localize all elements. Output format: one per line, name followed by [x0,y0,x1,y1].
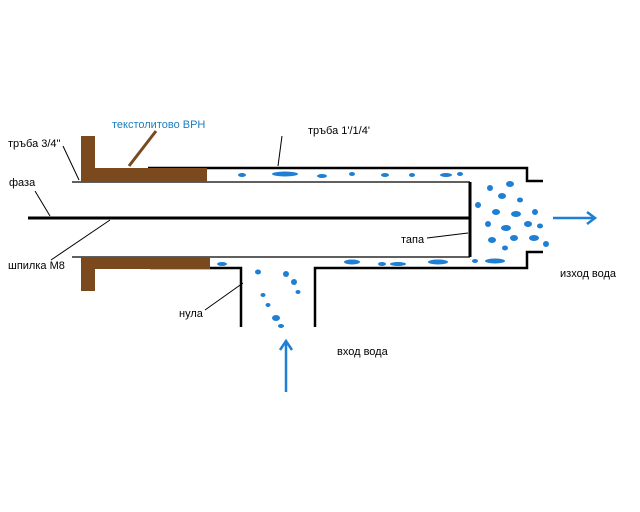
phase-label: фаза [9,177,36,189]
inlet-arrow-icon [278,338,294,392]
neutral-label: нула [179,308,204,320]
leader-lines [34,135,469,311]
large-pipe-label: тръба 1'/1/4' [308,125,370,137]
outer-pipe-top-wall [148,166,543,183]
water-bubbles-bottom [217,258,505,266]
insulator-pointer [127,130,158,167]
plug-label: тапа [401,234,425,246]
water-out-label: изход вода [560,268,617,280]
stud-label: шпилка М8 [8,260,65,272]
water-bubbles-inlet [255,269,301,328]
water-bubbles-chamber [475,181,549,251]
water-in-label: вход вода [337,346,389,358]
water-bubbles-top [238,171,463,178]
outlet-arrow-icon [553,211,598,225]
insulator [81,136,210,291]
outer-pipe-bottom-wall-right [313,250,543,327]
insulator-label: текстолитово ВРН [112,119,205,131]
small-pipe-label: тръба 3/4" [8,138,61,150]
